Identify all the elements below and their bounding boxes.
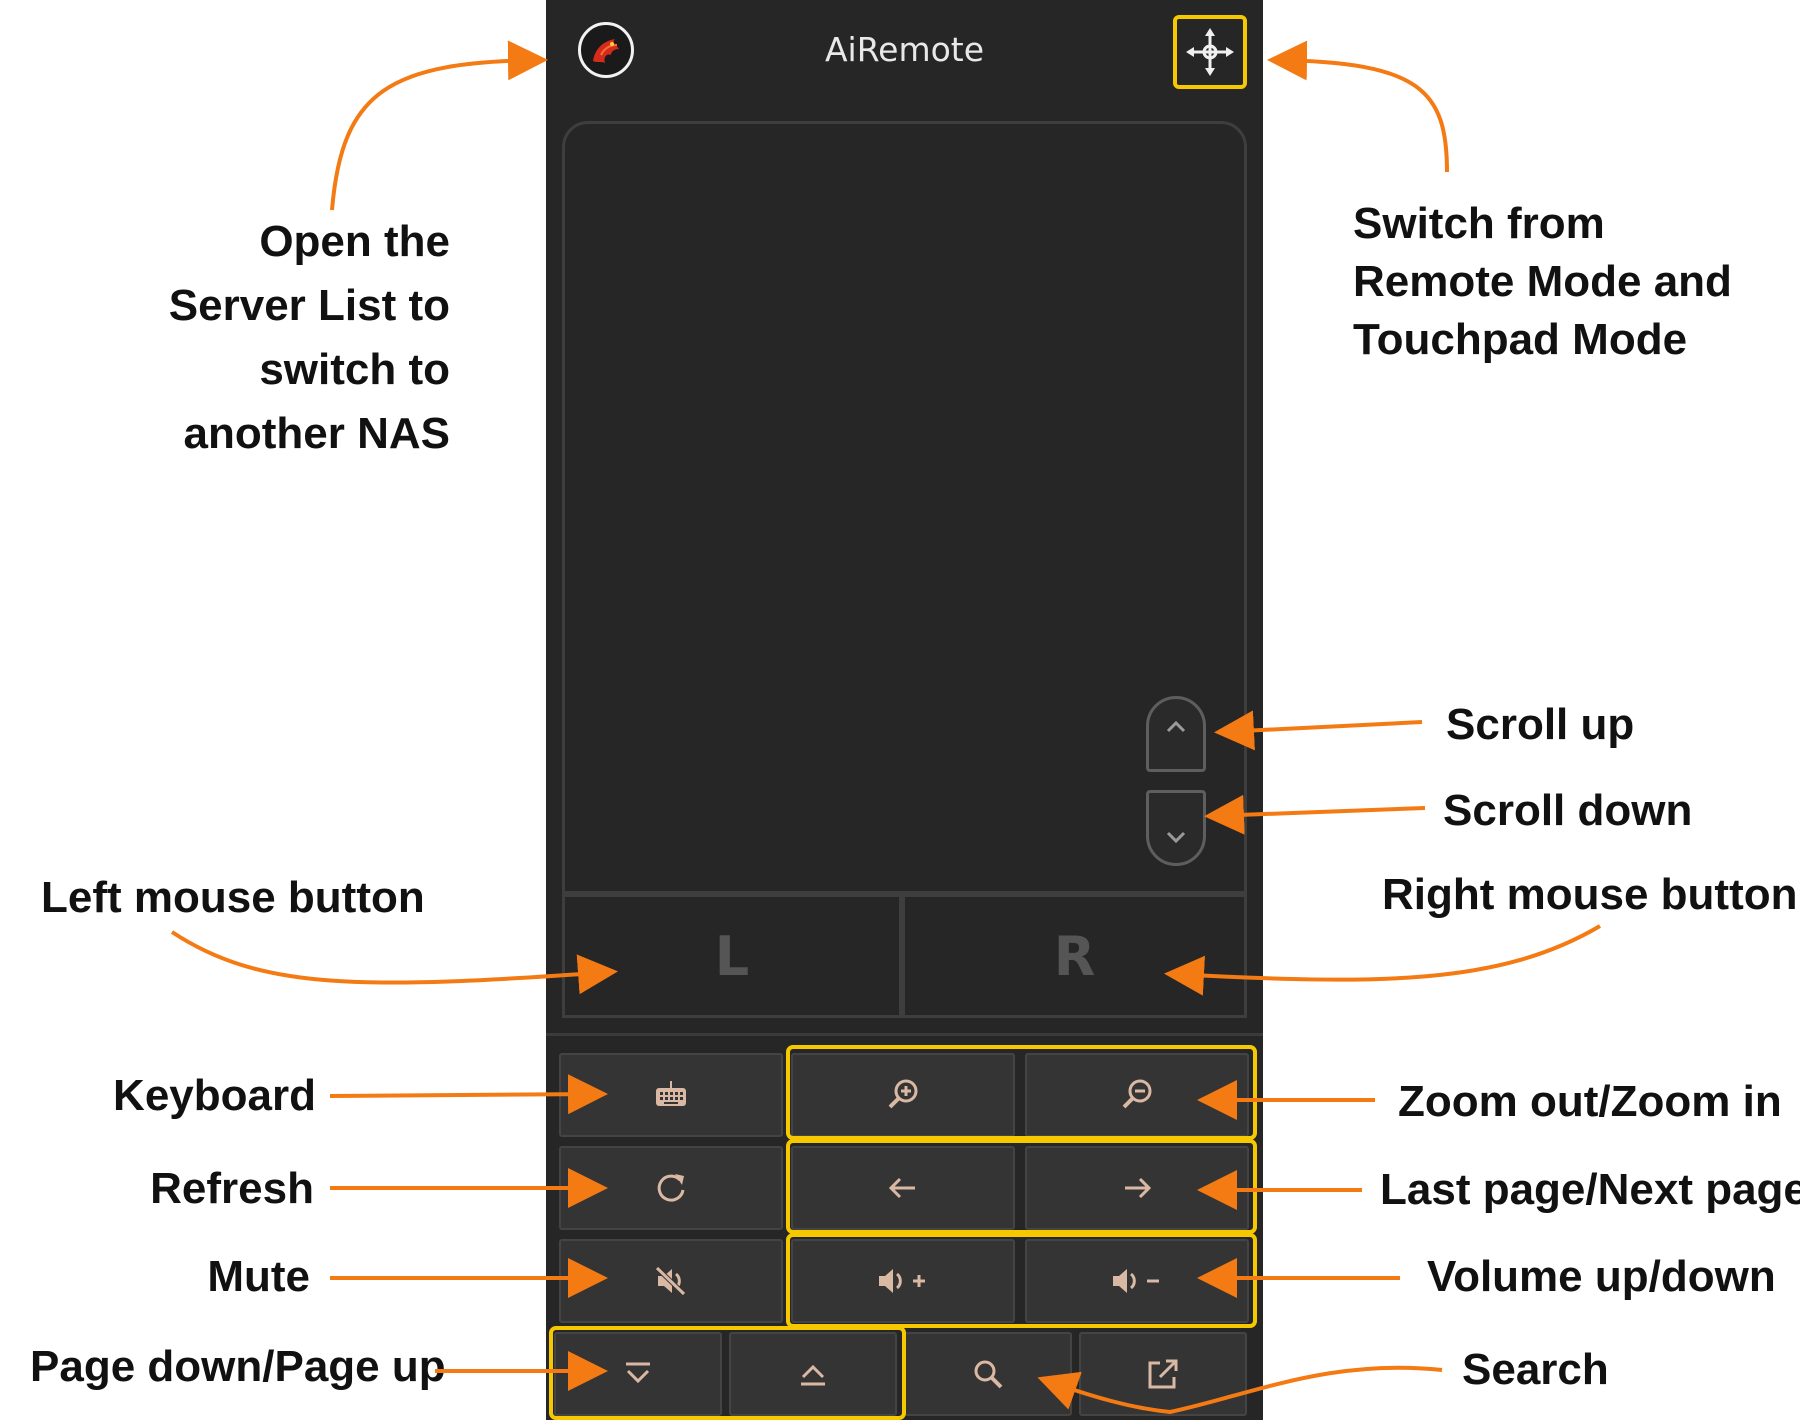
annotation-mute: Mute — [207, 1252, 310, 1301]
annotation-zoom: Zoom out/Zoom in — [1398, 1077, 1782, 1126]
mode-switch-button[interactable] — [1173, 15, 1247, 89]
annotation-server-list: Open the Server List to switch to anothe… — [168, 217, 450, 458]
history-highlight — [786, 1139, 1257, 1234]
arrow-scroll-up — [1214, 710, 1423, 751]
chevron-up-icon — [1166, 720, 1186, 733]
annotation-keyboard: Keyboard — [113, 1071, 316, 1120]
left-mouse-button[interactable]: L — [562, 894, 902, 1018]
mute-icon — [655, 1266, 686, 1296]
move-arrows-icon — [1186, 28, 1234, 76]
refresh-icon — [657, 1174, 685, 1202]
zoom-in-icon — [888, 1079, 918, 1109]
volume-down-icon — [1113, 1269, 1159, 1293]
annotation-refresh: Refresh — [150, 1164, 314, 1213]
arrow-search — [1037, 1365, 1443, 1415]
scroll-down-button[interactable] — [1146, 790, 1206, 866]
arrow-mode-switch — [1267, 40, 1449, 173]
annotation-volume: Volume up/down — [1427, 1252, 1776, 1301]
chevron-down-icon — [1166, 831, 1186, 844]
annotation-page-history: Last page/Next page — [1380, 1165, 1800, 1214]
arrow-left-icon — [888, 1177, 915, 1199]
page-down-icon — [626, 1362, 650, 1384]
page-up-button[interactable] — [729, 1332, 897, 1416]
arrow-keyboard — [329, 1074, 608, 1115]
panel-divider — [546, 1033, 1263, 1036]
volume-highlight — [786, 1233, 1257, 1328]
annotation-search: Search — [1462, 1345, 1609, 1394]
search-icon — [974, 1360, 1003, 1389]
arrow-left-mouse — [170, 930, 618, 995]
annotation-scroll-up: Scroll up — [1446, 700, 1635, 749]
volume-up-icon — [879, 1269, 925, 1293]
open-external-button[interactable] — [1079, 1332, 1247, 1416]
phone-screen: AiRemote — [546, 0, 1263, 1420]
page-up-icon — [801, 1364, 825, 1386]
annotation-left-mouse: Left mouse button — [41, 873, 425, 922]
back-page-button[interactable] — [791, 1146, 1015, 1230]
app-title: AiRemote — [824, 30, 985, 69]
arrow-right-icon — [1125, 1177, 1152, 1199]
zoom-in-button[interactable] — [791, 1053, 1015, 1137]
annotation-scroll-down: Scroll down — [1443, 786, 1693, 835]
keyboard-icon — [656, 1081, 686, 1106]
dragon-logo-icon — [593, 39, 619, 63]
zoom-highlight — [786, 1045, 1257, 1140]
top-bar: AiRemote — [546, 0, 1263, 105]
keyboard-button[interactable] — [559, 1053, 783, 1137]
volume-up-button[interactable] — [791, 1239, 1015, 1323]
scroll-up-button[interactable] — [1146, 696, 1206, 772]
touchpad-area[interactable] — [562, 121, 1247, 894]
arrow-server-list — [330, 40, 548, 211]
zoom-out-icon — [1122, 1079, 1152, 1109]
arrow-scroll-down — [1204, 794, 1426, 835]
server-list-button[interactable] — [578, 22, 634, 78]
open-external-icon — [1148, 1359, 1178, 1389]
annotation-right-mouse: Right mouse button — [1382, 870, 1798, 919]
arrow-right-mouse — [1164, 924, 1602, 996]
right-mouse-button[interactable]: R — [902, 894, 1247, 1018]
annotation-page-nav: Page down/Page up — [30, 1342, 446, 1391]
annotation-mode-switch: Switch from Remote Mode and Touchpad Mod… — [1353, 199, 1732, 364]
